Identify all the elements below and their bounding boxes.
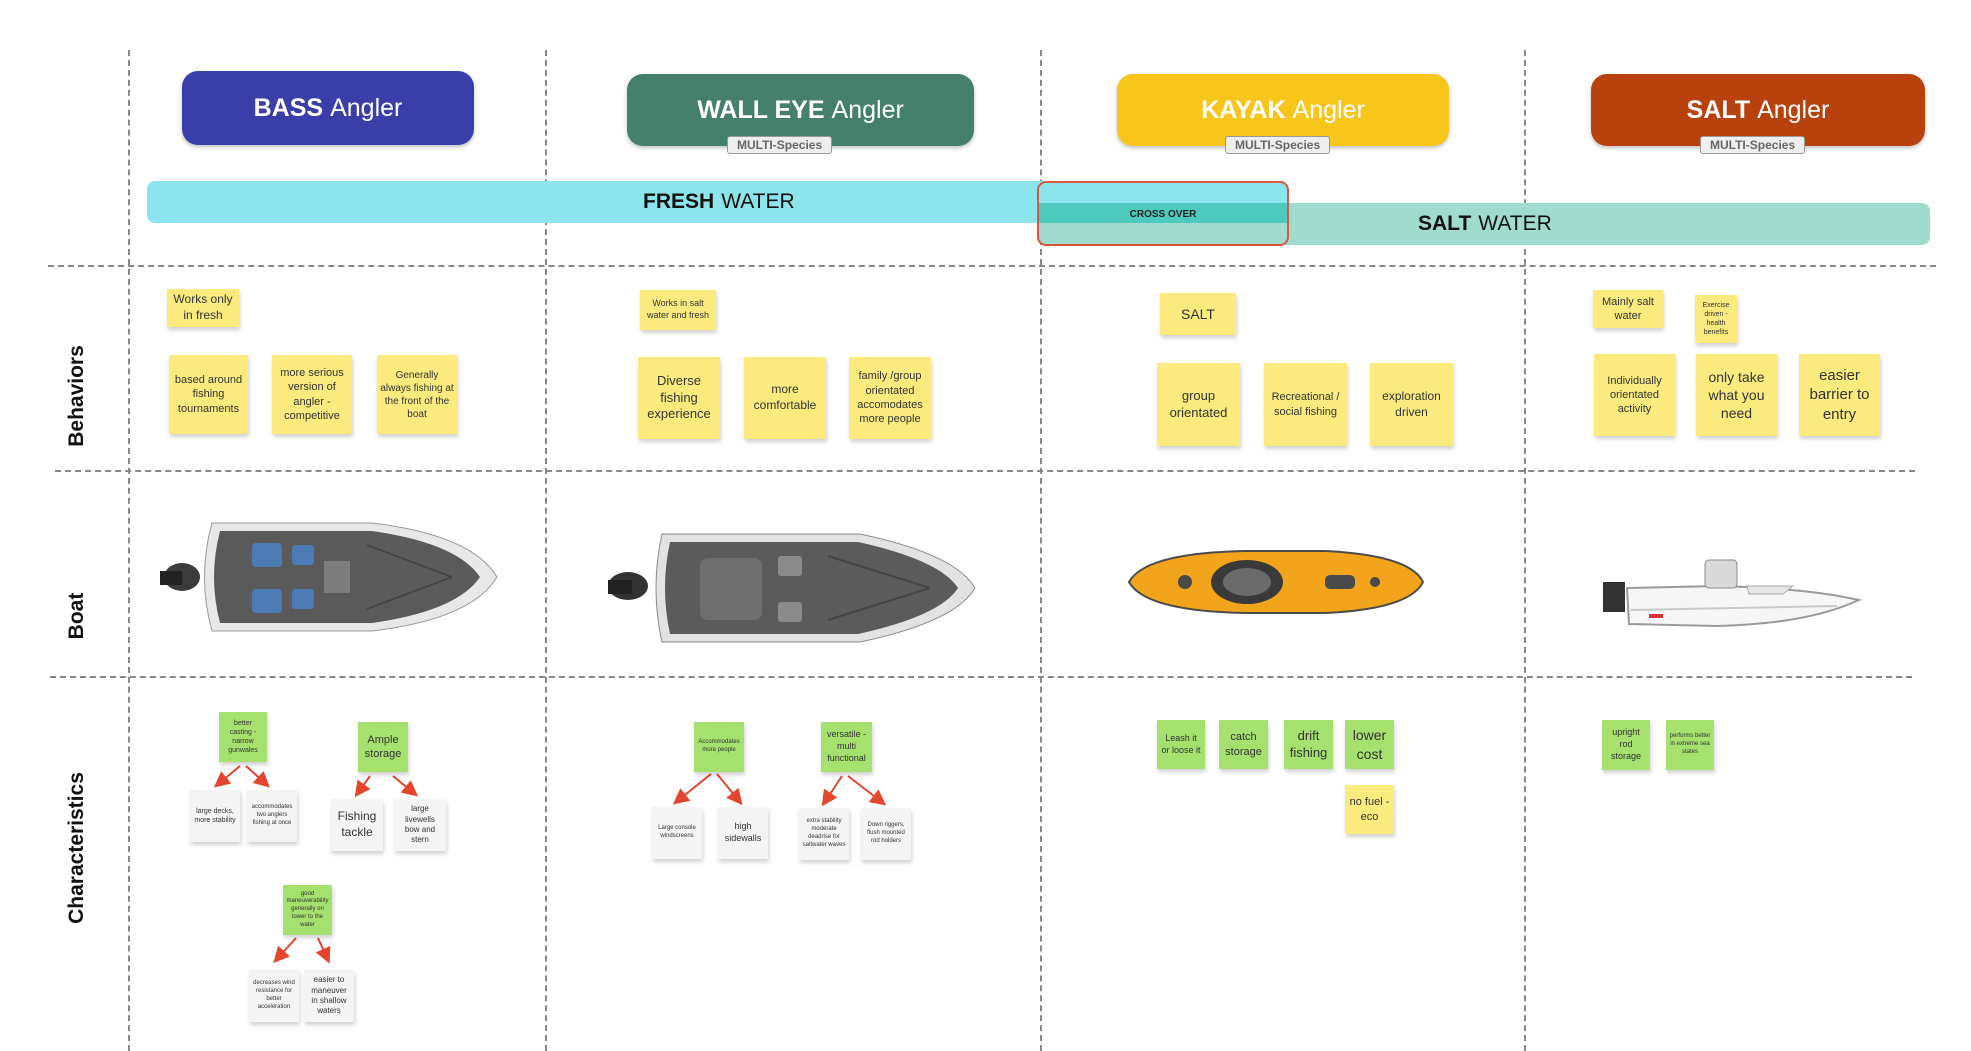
sticky-note: family /group orientated accomodates mor… [849,357,931,439]
walleye-multi-species-badge: MULTI-Species [727,136,833,154]
sticky-note: easier to maneuver in shallow waters [304,970,354,1022]
sticky-note: performs better in extreme sea states [1666,720,1714,770]
sticky-note: Works in salt water and fresh [640,290,716,330]
fresh-water-bold: FRESH [643,190,715,213]
sticky-note: large livewells bow and stern [394,799,446,851]
walleye-angler-rest: Angler [831,95,904,124]
kayak-icon [1127,550,1425,614]
sticky-note: Down riggers, flush mounted rod holders [861,808,911,860]
kayak-angler-rest: Angler [1292,95,1365,124]
kayak-multi-species-badge: MULTI-Species [1225,136,1331,154]
kayak-angler-bold: KAYAK [1201,95,1286,124]
row-divider [48,265,1936,267]
sticky-note: Mainly salt water [1593,290,1663,328]
sticky-note: more serious version of angler - competi… [272,355,352,434]
sticky-note: Individually orientated activity [1594,354,1675,436]
row-divider [50,676,1912,678]
sticky-note: better casting - narrow gunwales [219,712,267,762]
column-divider [1524,50,1526,1051]
sticky-note: Fishing tackle [331,799,383,851]
walleye-angler-bold: WALL EYE [697,95,825,124]
sticky-note: good maneuverability generally on lower … [283,885,332,935]
crossover-box: CROSS OVER [1037,181,1289,246]
column-divider [545,50,547,1051]
sticky-note: catch storage [1219,720,1268,769]
salt-angler-bold: SALT [1686,95,1751,124]
row-divider [55,470,1915,472]
sticky-note: only take what you need [1696,354,1777,436]
sticky-note: Accommodates more people [694,722,744,772]
sticky-note: accommodates two anglers fishing at once [247,790,297,842]
sticky-note: versatile - multi functional [821,722,872,772]
sticky-note: more comfortable [744,357,826,439]
sticky-note: no fuel - eco [1345,785,1394,834]
sticky-note: drift fishing [1284,720,1333,769]
salt-water-bold: SALT [1418,212,1472,235]
sticky-note: easier barrier to entry [1799,354,1880,436]
sticky-note: Generally always fishing at the front of… [377,355,457,434]
sticky-note: extra stability moderate deadrise for sa… [799,808,849,860]
salt-angler-rest: Angler [1757,95,1830,124]
bass-boat-icon [160,522,498,632]
sticky-note: Recreational / social fishing [1264,363,1347,446]
sticky-note: exploration driven [1370,363,1453,446]
sticky-note: SALT [1160,293,1236,335]
sticky-note: large decks, more stability [190,790,240,842]
sticky-note: Diverse fishing experience [638,357,720,439]
salt-multi-species-badge: MULTI-Species [1700,136,1806,154]
sticky-note: decreases wind resistance for better acc… [249,970,299,1022]
crossover-overlap [1038,203,1287,223]
column-divider [128,50,130,1051]
salt-water-rest: WATER [1478,212,1552,235]
sticky-note: Ample storage [358,722,408,772]
bass-angler-rest: Angler [330,93,403,122]
sticky-note: Large console windscreens [652,807,702,859]
sticky-note: Leash it or loose it [1157,720,1205,769]
fresh-water-band: FRESH WATER [147,181,1287,223]
sticky-note: Exercise driven - health benefits [1695,295,1737,343]
walleye-boat-icon [608,533,976,643]
sticky-note: group orientated [1157,363,1240,446]
sticky-note: upright rod storage [1602,720,1650,770]
fresh-water-rest: WATER [721,190,795,213]
center-console-boat-icon [1603,559,1862,628]
sticky-note: Works only in fresh [167,289,239,327]
sticky-note: based around fishing tournaments [169,355,248,434]
sticky-note: lower cost [1345,720,1394,769]
sticky-note: high sidewalls [718,807,768,859]
column-divider [1040,50,1042,1051]
crossover-label: CROSS OVER [1129,209,1197,220]
bass-angler-bold: BASS [253,93,324,122]
